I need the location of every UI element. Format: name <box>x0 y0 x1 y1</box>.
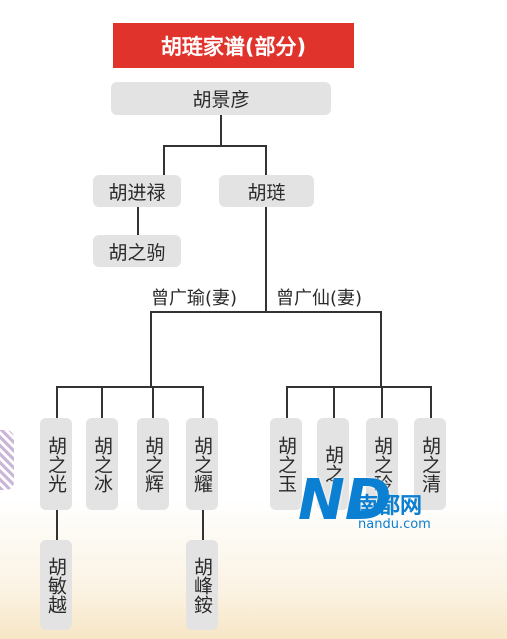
background-figure-fragment <box>0 430 14 490</box>
child-node: 胡之玲 <box>366 418 398 510</box>
connector <box>152 386 154 420</box>
node-hu-lian: 胡琏 <box>219 175 314 207</box>
connector <box>163 145 165 177</box>
connector <box>56 386 204 388</box>
connector <box>430 386 432 420</box>
connector <box>265 145 267 177</box>
watermark-site-name: 南都网 <box>356 494 423 519</box>
child-node: 胡之辉 <box>137 418 169 510</box>
connector <box>101 386 103 420</box>
node-hu-jinlu: 胡进禄 <box>93 175 181 207</box>
connector <box>150 311 152 387</box>
child-node: 胡之玉 <box>270 418 302 510</box>
connector <box>333 386 335 420</box>
child-node: 胡之耀 <box>186 418 218 510</box>
connector <box>163 145 267 147</box>
nd-logo: ND <box>298 468 392 533</box>
connector <box>202 386 204 420</box>
connector <box>265 205 267 313</box>
connector <box>202 510 204 543</box>
connector <box>137 205 139 238</box>
child-node: 胡之清 <box>414 418 446 510</box>
wife-label-left: 曾广瑜(妻) <box>149 288 240 310</box>
connector <box>220 113 222 146</box>
connector <box>381 386 383 420</box>
grandchild-node: 胡敏越 <box>40 540 72 630</box>
connector <box>150 311 382 313</box>
watermark-domain: nandu.com <box>358 517 431 532</box>
nandu-watermark: ND 南都网 nandu.com <box>298 470 463 540</box>
connector <box>56 510 58 543</box>
wife-label-right: 曾广仙(妻) <box>274 288 365 310</box>
node-hu-zhiju: 胡之驹 <box>93 235 181 267</box>
grandchild-node: 胡峰銨 <box>186 540 218 630</box>
connector <box>56 386 58 420</box>
child-node: 胡之 <box>317 418 349 510</box>
connector <box>380 311 382 387</box>
node-root: 胡景彦 <box>111 82 331 115</box>
connector <box>286 386 288 420</box>
connector <box>286 386 432 388</box>
child-node: 胡之光 <box>40 418 72 510</box>
child-node: 胡之冰 <box>86 418 118 510</box>
diagram-title: 胡琏家谱(部分) <box>113 23 354 68</box>
